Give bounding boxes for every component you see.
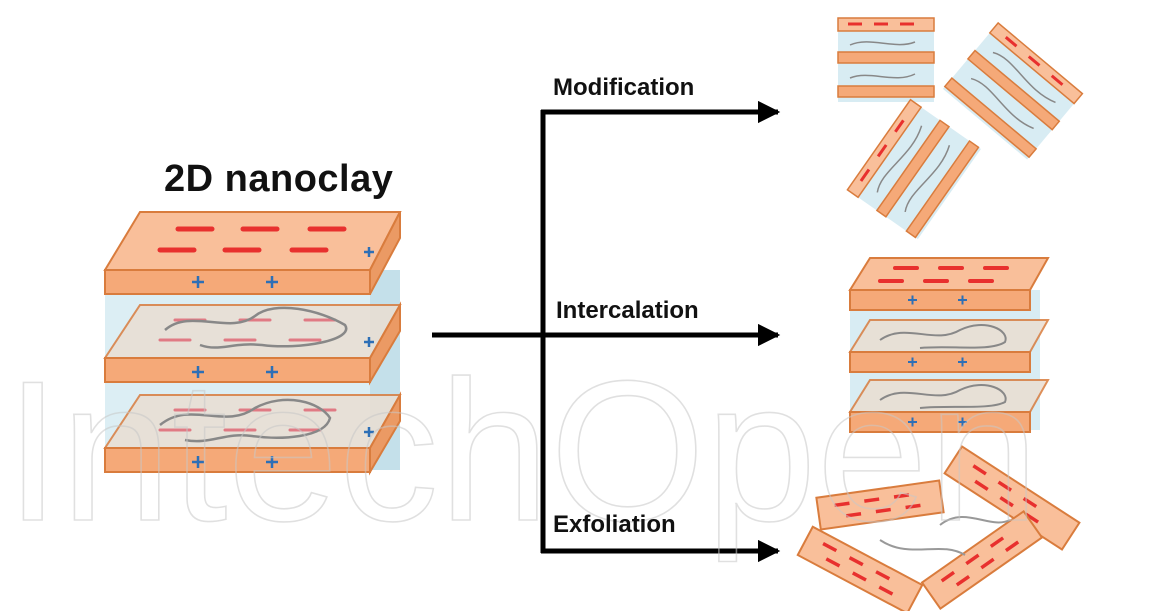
platelet-top <box>103 211 402 295</box>
tactoid-1 <box>837 17 935 102</box>
exf-platelet-2 <box>943 445 1081 551</box>
int-platelet-top <box>848 257 1050 311</box>
intercalation-label: Intercalation <box>556 297 699 324</box>
exfoliation-result <box>796 445 1081 611</box>
intercalation-result <box>848 257 1050 433</box>
polymer-chains <box>159 306 348 443</box>
tactoid-3 <box>846 98 981 240</box>
platelet-middle <box>103 301 402 386</box>
diagram-title: 2D nanoclay <box>164 158 394 200</box>
exfoliation-label: Exfoliation <box>553 511 676 538</box>
positive-charges <box>192 247 374 468</box>
tactoid-2 <box>942 21 1084 160</box>
nanoclay-stack <box>103 211 402 476</box>
exf-platelet-1 <box>815 479 945 531</box>
modification-label: Modification <box>553 74 695 101</box>
platelet-bottom <box>103 391 402 476</box>
watermark-text: IntechOpen <box>5 340 1039 563</box>
branch-arrows <box>432 100 781 563</box>
exf-platelet-3 <box>796 525 924 611</box>
negative-charges <box>157 226 347 253</box>
modification-result <box>837 17 1084 240</box>
exf-platelet-4 <box>920 509 1044 611</box>
